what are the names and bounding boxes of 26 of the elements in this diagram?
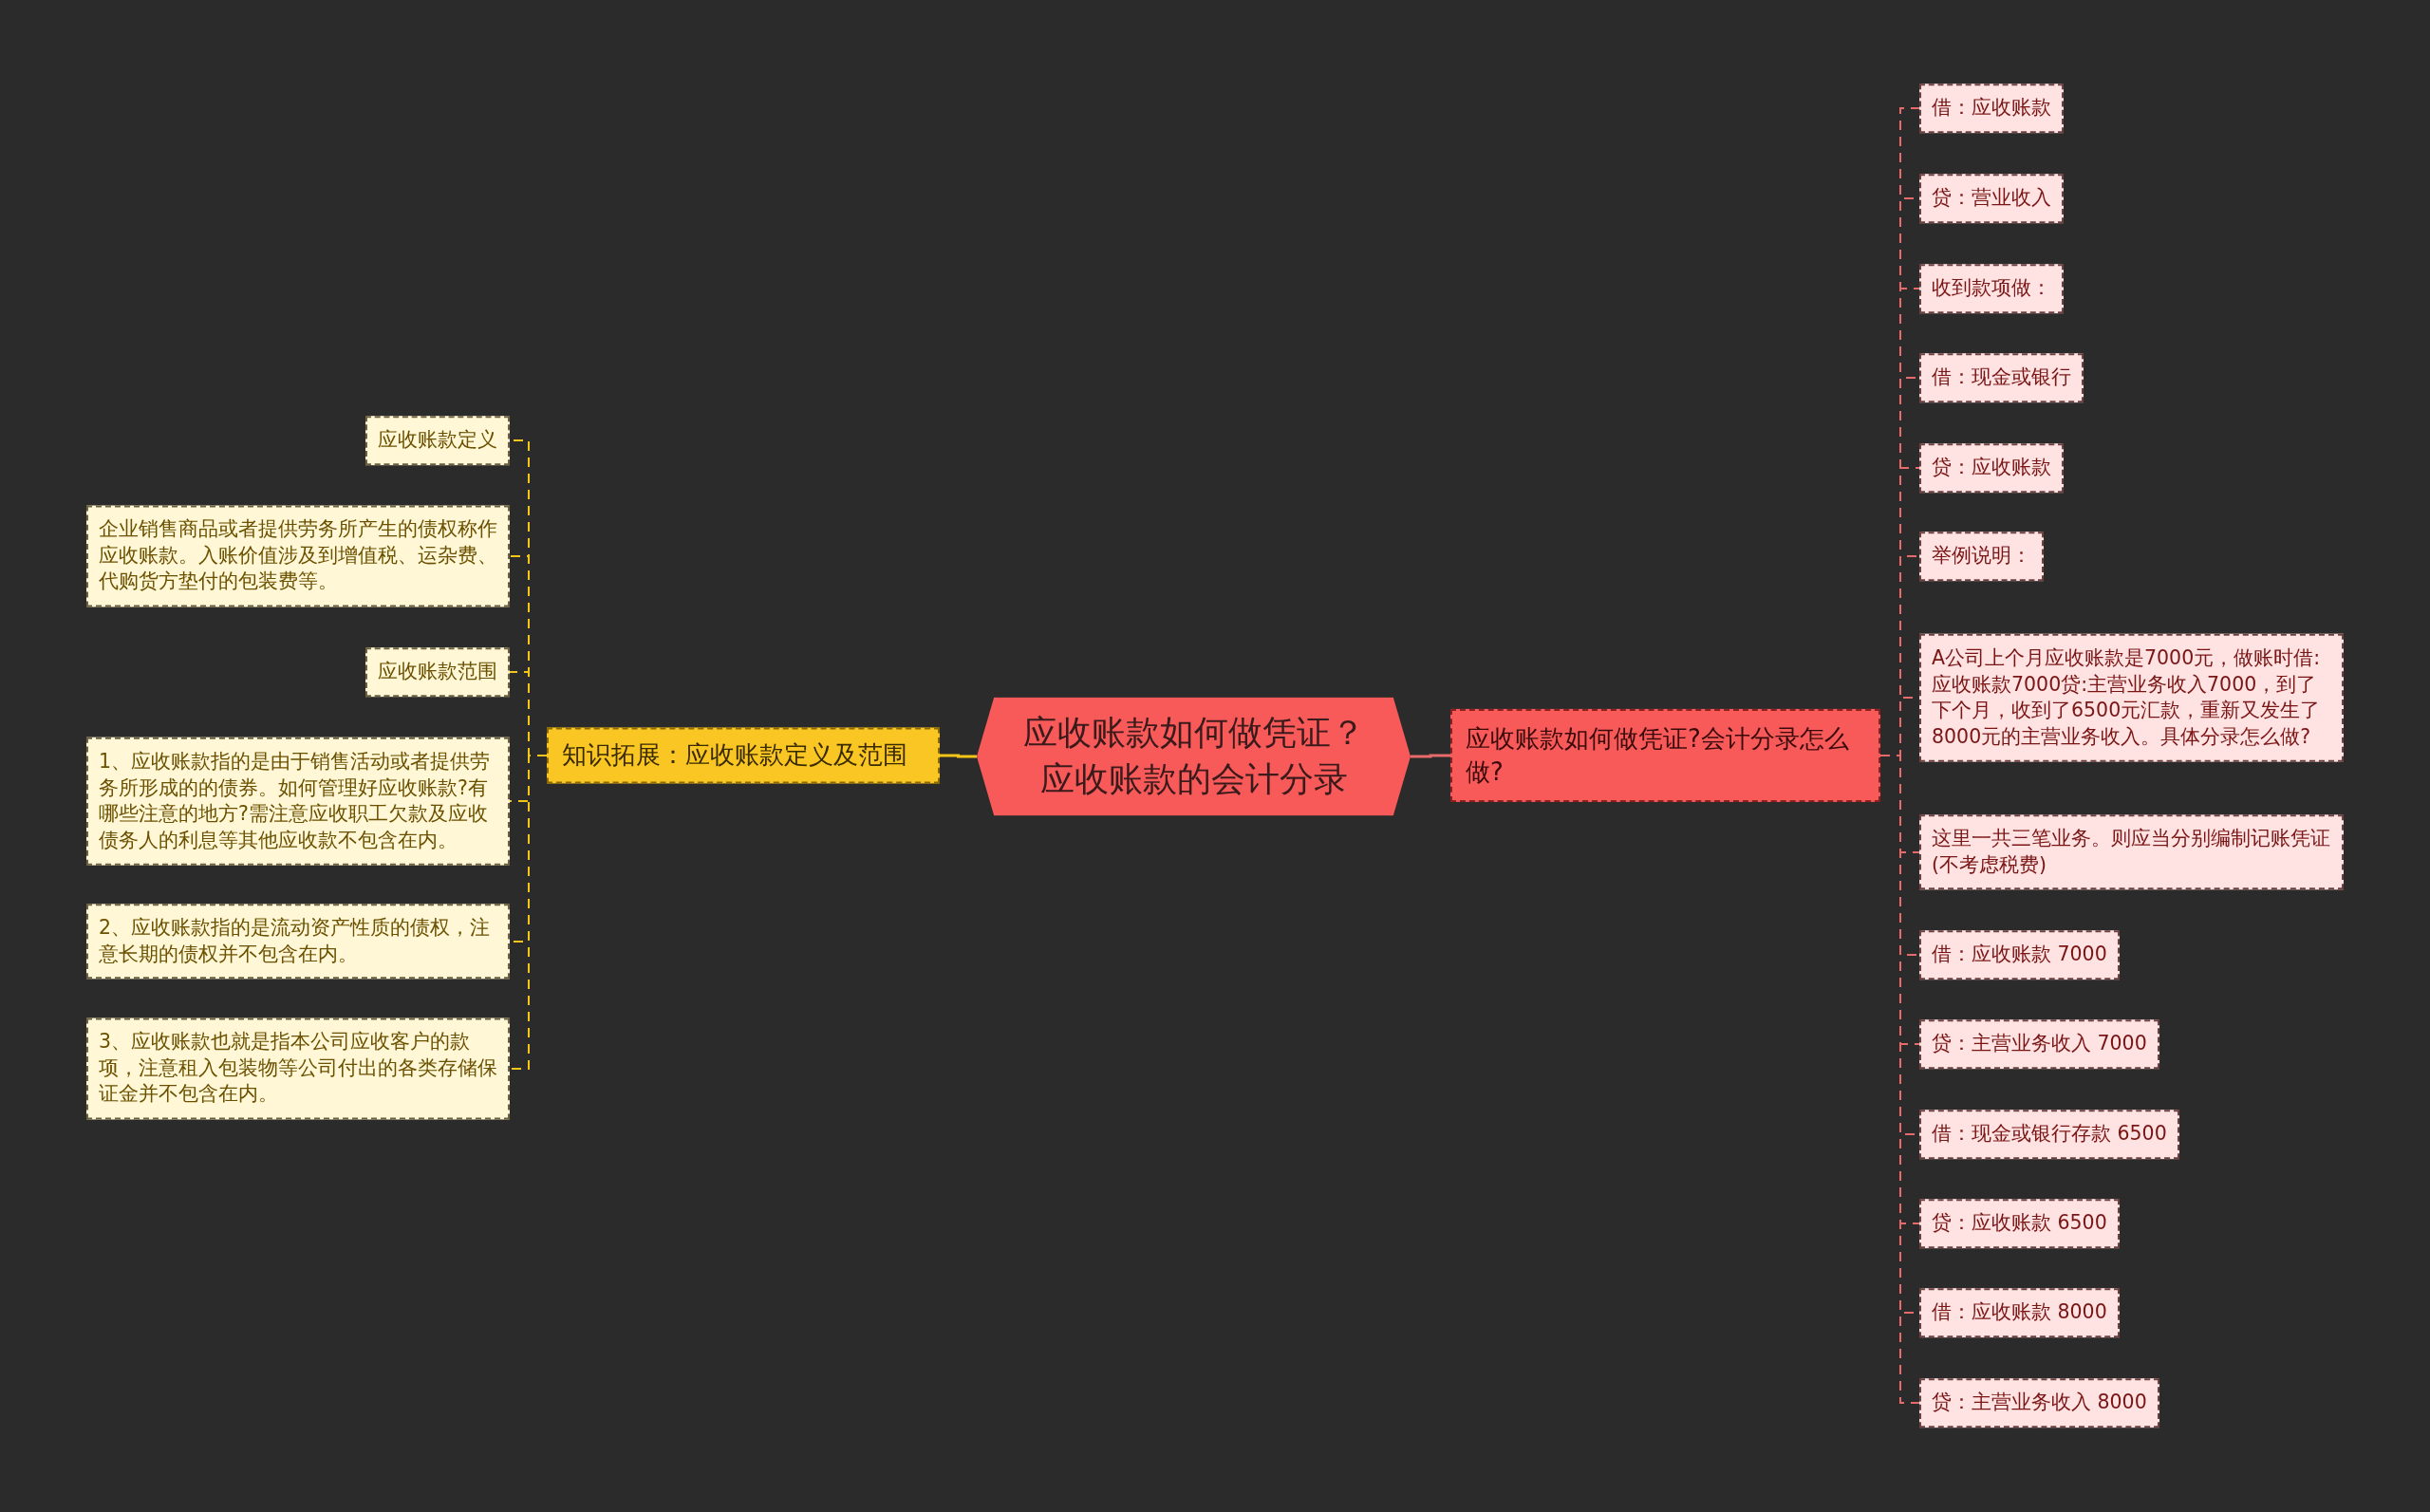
topic-box: 借：应收账款 <box>1919 84 2064 133</box>
topic-box: A公司上个月应收账款是7000元，做账时借:应收账款7000贷:主营业务收入7000，到了下个月，收到了6500元汇款，重新又发生了8000元的主营业务收入。具体分录怎么做? <box>1919 633 2344 762</box>
connector-line <box>1411 754 1450 758</box>
topic-box: 企业销售商品或者提供劳务所产生的债权称作应收账款。入账价值涉及到增值税、运杂费、代购货方垫付的包装费等。 <box>86 505 510 607</box>
central-topic: 应收账款如何做凭证？应收账款的会计分录 <box>977 697 1411 816</box>
topic-box: 借：现金或银行存款 6500 <box>1919 1110 2179 1159</box>
topic-box: 应收账款范围 <box>365 647 510 697</box>
topic-box: 贷：应收账款 6500 <box>1919 1199 2120 1248</box>
topic-box: 应收账款定义 <box>365 416 510 465</box>
topic-box: 2、应收账款指的是流动资产性质的债权，注意长期的债权并不包含在内。 <box>86 904 510 980</box>
topic-box: 贷：应收账款 <box>1919 443 2064 493</box>
topic-box: 贷：主营业务收入 8000 <box>1919 1378 2159 1428</box>
topic-box: 借：应收账款 7000 <box>1919 930 2120 980</box>
topic-box: 3、应收账款也就是指本公司应收客户的款项，注意租入包装物等公司付出的各类存储保证金并不包含在内。 <box>86 1017 510 1120</box>
topic-box: 借：现金或银行 <box>1919 353 2084 402</box>
topic-box: 这里一共三笔业务。则应当分别编制记账凭证(不考虑税费) <box>1919 814 2344 890</box>
topic-box: 举例说明： <box>1919 532 2044 581</box>
topic-box: 收到款项做： <box>1919 264 2064 313</box>
connector-line <box>940 754 977 758</box>
topic-box: 1、应收账款指的是由于销售活动或者提供劳务所形成的的债券。如何管理好应收账款?有哪些注意的地方?需注意应收职工欠款及应收债务人的利息等其他应收款不包含在内。 <box>86 737 510 866</box>
connector-line <box>509 755 548 1070</box>
topic-box: 贷：营业收入 <box>1919 174 2064 223</box>
topic-box: 借：应收账款 8000 <box>1919 1288 2120 1337</box>
topic-box: 贷：主营业务收入 7000 <box>1919 1019 2159 1069</box>
branch-topic: 知识拓展：应收账款定义及范围 <box>547 727 940 784</box>
branch-topic: 应收账款如何做凭证?会计分录怎么做? <box>1450 708 1880 803</box>
